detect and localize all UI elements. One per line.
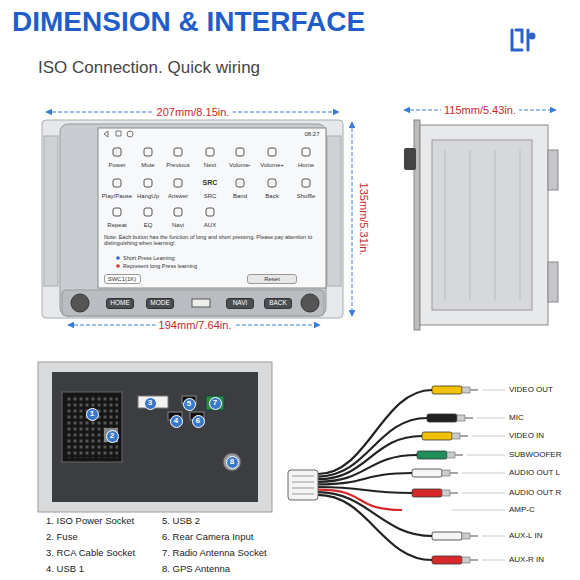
cable-label: AUX-R IN [509,555,544,564]
cable-label: SUBWOOFER [509,450,561,459]
back-panel [38,362,272,512]
button-label: Mute [141,162,154,169]
node-text: 4 [174,417,178,426]
button-label: Home [298,162,314,169]
hardware-button: BACK [264,298,292,309]
callout-number: 5 [183,398,196,411]
legend-item: 2. Fuse [46,532,78,543]
hint-text: Represent long Press learning [123,263,197,269]
button-label: Answer [168,193,188,200]
dimension-label: 115mm/5.43in. [441,104,519,117]
legend-item: 7. Radio Antenna Socket [162,548,267,559]
cable-label: AUDIO OUT L [509,468,560,477]
legend-item: 1. ISO Power Socket [46,516,134,527]
legend-item: 5. USB 2 [162,516,200,527]
node-text: 3 [148,399,152,408]
subtitle: ISO Connection. Quick wiring [38,58,260,78]
node-text: 2 [110,432,114,441]
node-text: MODE [150,299,170,306]
node-text: Reset [264,276,280,283]
iso-socket [62,392,122,462]
dimension-label: 207mm/8.15in. [154,106,233,119]
dimension-label: 135mm/5.31in. [358,180,371,259]
button-label: AUX [204,222,216,229]
reset-button: Reset [247,274,297,284]
button-label: Play/Pause [102,193,132,200]
head-unit-front [42,120,343,318]
button-label: Band [233,193,247,200]
hardware-button: HOME [106,298,134,309]
node-text: 5 [187,400,191,409]
callout-number: 3 [144,397,157,410]
screen-icons [113,148,310,216]
node-text: NAVI [233,299,248,306]
button-icon-text: SRC [203,179,218,187]
legend-item: 6. Rear Camera Input [162,532,253,543]
node-text: 8 [230,458,234,467]
head-unit-side [404,120,558,330]
antenna-socket [206,396,224,410]
cable-label: VIDEO OUT [509,385,553,394]
cable-label: MIC [509,413,524,422]
button-label: HangUp [137,193,159,200]
hardware-button: MODE [146,298,174,309]
button-label: EQ [144,222,153,229]
cable-label: AUDIO OUT R [509,488,561,497]
button-label: Next [204,162,216,169]
cable-harness [288,386,505,564]
node-text: SWC1(1K) [108,276,137,283]
button-label: Shuffle [297,193,316,200]
cable-label: VIDEO IN [509,431,544,440]
legend-item: 8. GPS Antenna [162,564,230,575]
hint-text: Short Press Learning [123,255,175,261]
button-label: Back [265,193,278,200]
status-time: 08:27 [304,131,319,138]
cable-label: AMP-C [509,505,535,514]
swc-box: SWC1(1K) [104,274,141,284]
gps-socket [223,453,241,471]
legend-item: 3. RCA Cable Socket [46,548,135,559]
button-label: Navi [172,222,184,229]
cable-label: AUX-L IN [509,531,543,540]
button-label: Volume- [229,162,251,169]
title: DIMENSION & INTERFACE [12,6,365,38]
callout-number: 7 [209,397,222,410]
callout-number: 4 [170,415,183,428]
hardware-button: NAVI [226,298,254,309]
button-label: Previous [166,162,189,169]
node-text: 1 [90,410,94,419]
callout-number: 6 [192,415,205,428]
dimension-label: 194mm/7.64in. [156,319,235,332]
node-text: HOME [110,299,130,306]
callout-number: 2 [106,430,119,443]
callout-number: 8 [226,456,239,469]
button-label: Repeat [107,222,126,229]
fuse [104,428,118,442]
button-label: SRC [204,193,217,200]
dimension-lines [46,110,556,325]
note-text: Note: Each button has the function of lo… [104,234,320,247]
node-text: BACK [269,299,287,306]
node-text: 7 [213,399,217,408]
node-text: 6 [196,417,200,426]
header-icon [512,30,534,50]
callout-number: 1 [86,408,99,421]
button-label: Volume+ [260,162,284,169]
button-label: Power [108,162,125,169]
legend-item: 4. USB 1 [46,564,84,575]
